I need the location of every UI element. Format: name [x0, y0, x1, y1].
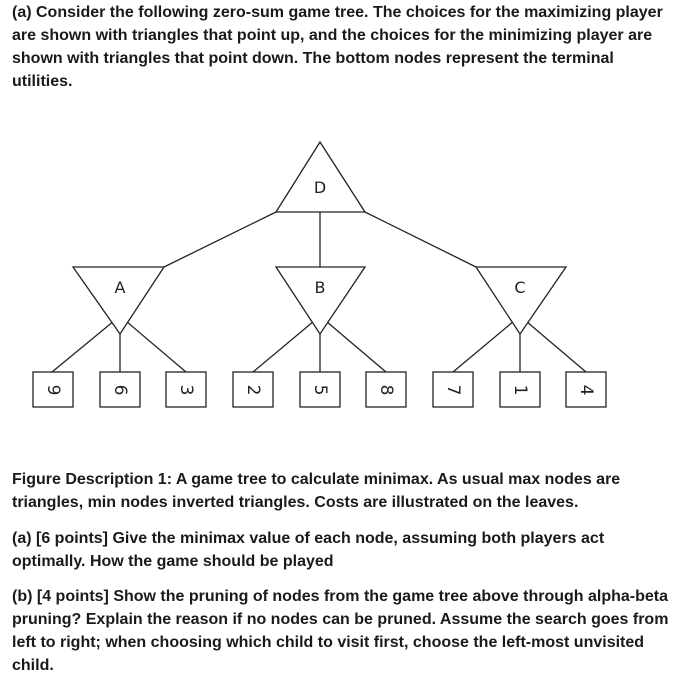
- leaf-box-b3: [365, 371, 407, 408]
- question-part-b: (b) [4 points] Show the pruning of nodes…: [12, 588, 669, 674]
- leaf-value-a2: 6: [110, 385, 130, 396]
- leaf-value-a3: 3: [176, 385, 196, 396]
- node-label-d: D: [314, 178, 326, 197]
- edge-d-c: [364, 211, 477, 268]
- edge-a-leaf1: [51, 315, 121, 373]
- leaf-box-a2: [99, 371, 141, 408]
- min-node-c: [474, 266, 568, 336]
- leaf-value-b3: 8: [376, 385, 396, 396]
- edge-a-leaf3: [119, 315, 187, 373]
- edge-d-a: [163, 211, 277, 268]
- leaf-box-b2: [299, 371, 341, 408]
- leaf-box-a1: [32, 371, 74, 408]
- max-node-d: [274, 140, 367, 213]
- figure-caption: Figure Description 1: A game tree to cal…: [12, 471, 621, 511]
- leaf-value-b1: 2: [243, 385, 263, 396]
- node-label-b: B: [315, 278, 326, 297]
- question-intro: (a) Consider the following zero-sum game…: [12, 4, 663, 90]
- node-label-a: A: [115, 278, 126, 297]
- leaf-value-a1: 9: [43, 385, 63, 396]
- edge-b-leaf3: [319, 315, 387, 373]
- edge-c-leaf1: [452, 315, 521, 373]
- leaf-value-b2: 5: [310, 385, 330, 396]
- leaf-box-c3: [565, 371, 607, 408]
- edge-c-leaf3: [519, 315, 587, 373]
- leaf-box-c2: [499, 371, 541, 408]
- min-node-a: [71, 266, 166, 336]
- node-label-c: C: [514, 278, 525, 297]
- game-tree-diagram: D A B C 9 6 3 2 5 8 7 1 4: [32, 140, 607, 408]
- leaf-box-a3: [165, 371, 207, 408]
- leaf-box-b1: [232, 371, 274, 408]
- leaf-value-c3: 4: [576, 385, 596, 396]
- min-node-b: [274, 266, 367, 336]
- leaf-box-c1: [432, 371, 474, 408]
- leaf-value-c2: 1: [510, 385, 530, 396]
- question-part-a: (a) [6 points] Give the minimax value of…: [12, 530, 605, 570]
- edge-b-leaf1: [252, 315, 321, 373]
- leaf-value-c1: 7: [443, 385, 463, 396]
